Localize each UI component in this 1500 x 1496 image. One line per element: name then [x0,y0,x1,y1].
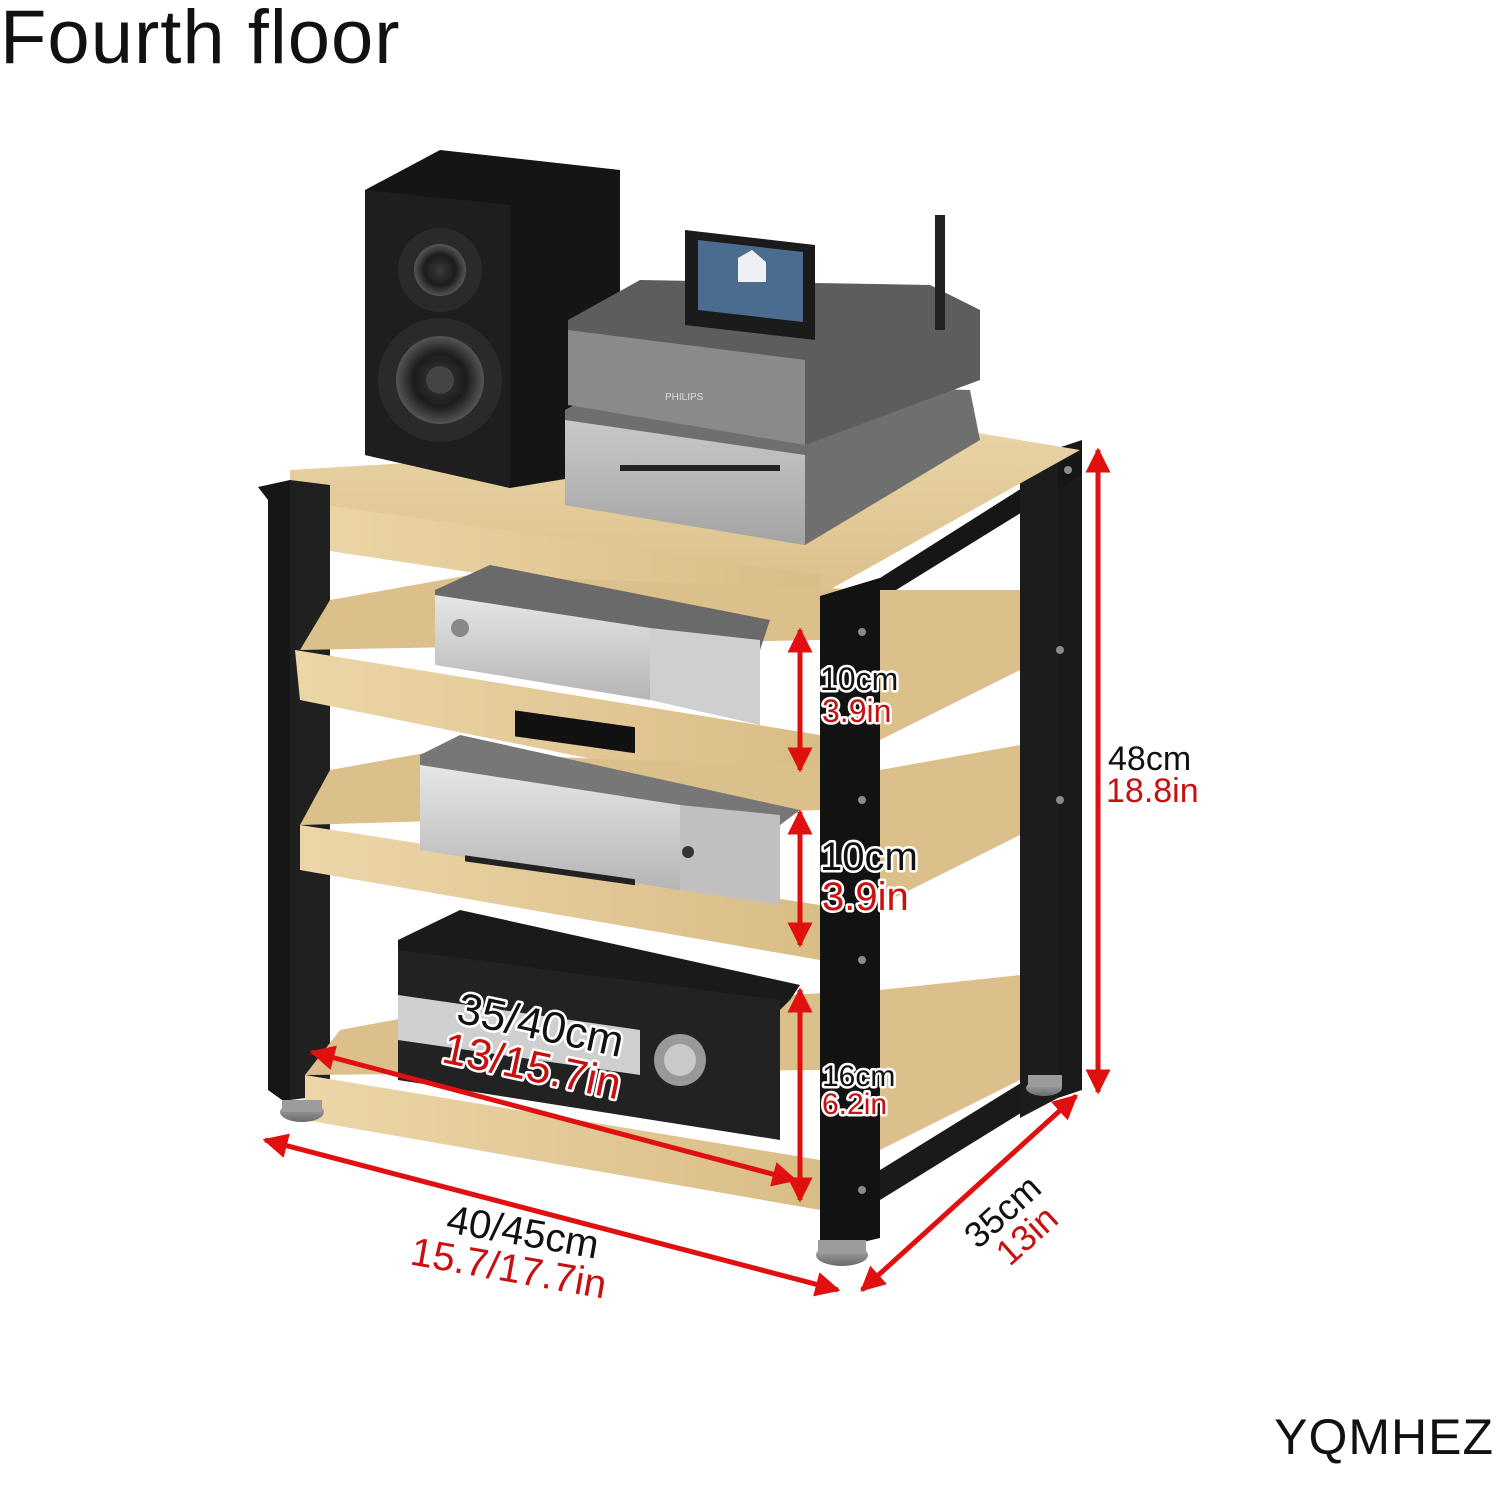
total-height-cm: 48cm [1108,740,1191,778]
dvd-player [435,565,770,754]
blu-ray-player [420,735,800,905]
brand-watermark: YQMHEZ [1274,1409,1494,1465]
arrow-depth [860,1094,1078,1292]
device-brand-label: PHILIPS [665,392,704,403]
gap-bottom-in: 6.2in [822,1088,887,1121]
gap-middle-cm: 10cm [820,835,918,879]
total-height-in: 18.8in [1106,772,1199,810]
gap-bottom-cm: 16cm [822,1060,895,1093]
back-right-leg [1058,440,1082,1098]
gap-middle-in: 3.9in [822,875,909,919]
cd-player-top-stack: PHILIPS [565,215,980,545]
bookshelf-speaker [365,150,620,488]
page-title: Fourth floor [0,0,401,80]
arrow-outer-width [262,1133,841,1297]
dimension-arrows [262,447,1111,1297]
gap-top-cm: 10cm [820,661,898,697]
gap-top-in: 3.9in [822,693,891,729]
